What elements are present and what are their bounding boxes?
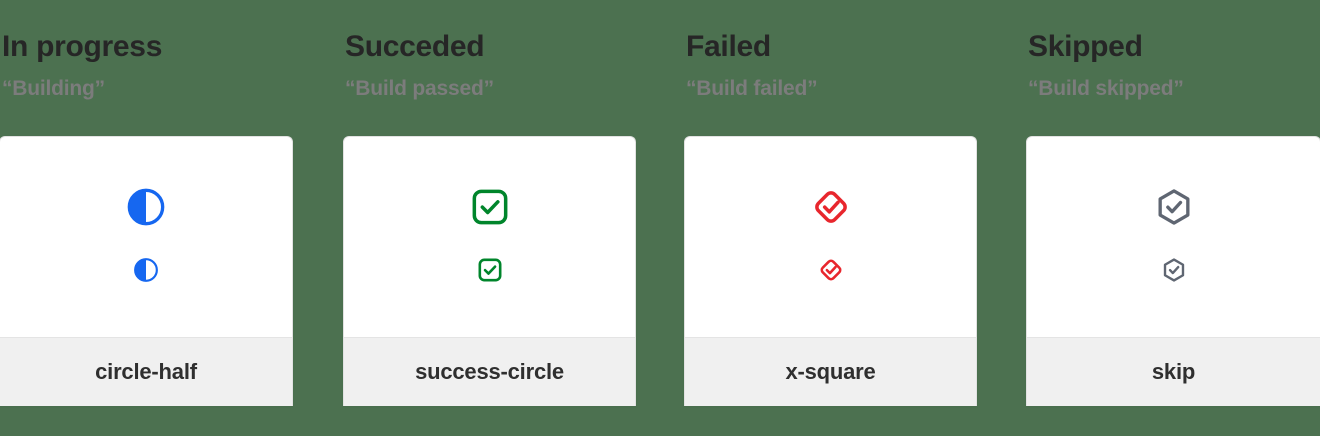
column-header: In progress “Building”: [0, 0, 293, 100]
status-column-succeded: Succeded “Build passed”: [343, 0, 684, 436]
column-title: Succeded: [345, 30, 485, 63]
icon-card-body: [1027, 137, 1320, 337]
column-subtitle: “Build failed”: [686, 77, 818, 100]
skip-icon: [1154, 187, 1194, 227]
icon-card-circle-half[interactable]: circle-half: [0, 136, 293, 407]
icon-name-label: skip: [1151, 359, 1196, 385]
column-header: Succeded “Build passed”: [343, 0, 636, 100]
icon-card-skip[interactable]: skip: [1026, 136, 1320, 407]
column-subtitle: “Build skipped”: [1028, 77, 1184, 100]
icon-card-footer: skip: [1027, 337, 1320, 407]
column-title: Skipped: [1028, 30, 1143, 63]
icon-card-success-circle[interactable]: success-circle: [343, 136, 636, 407]
x-square-icon: [811, 187, 851, 227]
icon-card-x-square[interactable]: x-square: [684, 136, 977, 407]
skip-icon: [1161, 257, 1187, 283]
column-title: In progress: [2, 30, 163, 63]
icon-name-label: circle-half: [95, 359, 197, 385]
icon-name-label: x-square: [785, 359, 876, 385]
circle-half-icon: [133, 257, 159, 283]
status-column-skipped: Skipped “Build skipped”: [1026, 0, 1320, 436]
column-title: Failed: [686, 30, 771, 63]
icon-name-label: success-circle: [415, 359, 564, 385]
status-column-in-progress: In progress “Building”: [0, 0, 343, 436]
column-subtitle: “Build passed”: [345, 77, 494, 100]
icon-card-body: [0, 137, 292, 337]
column-header: Failed “Build failed”: [684, 0, 977, 100]
success-circle-icon: [470, 187, 510, 227]
icon-card-footer: x-square: [685, 337, 976, 407]
icon-card-footer: success-circle: [344, 337, 635, 407]
column-header: Skipped “Build skipped”: [1026, 0, 1320, 100]
success-circle-icon: [477, 257, 503, 283]
x-square-icon: [818, 257, 844, 283]
icon-card-body: [685, 137, 976, 337]
column-subtitle: “Building”: [2, 77, 105, 100]
icon-card-body: [344, 137, 635, 337]
circle-half-icon: [126, 187, 166, 227]
icon-card-footer: circle-half: [0, 337, 292, 407]
status-column-failed: Failed “Build failed”: [684, 0, 1026, 436]
